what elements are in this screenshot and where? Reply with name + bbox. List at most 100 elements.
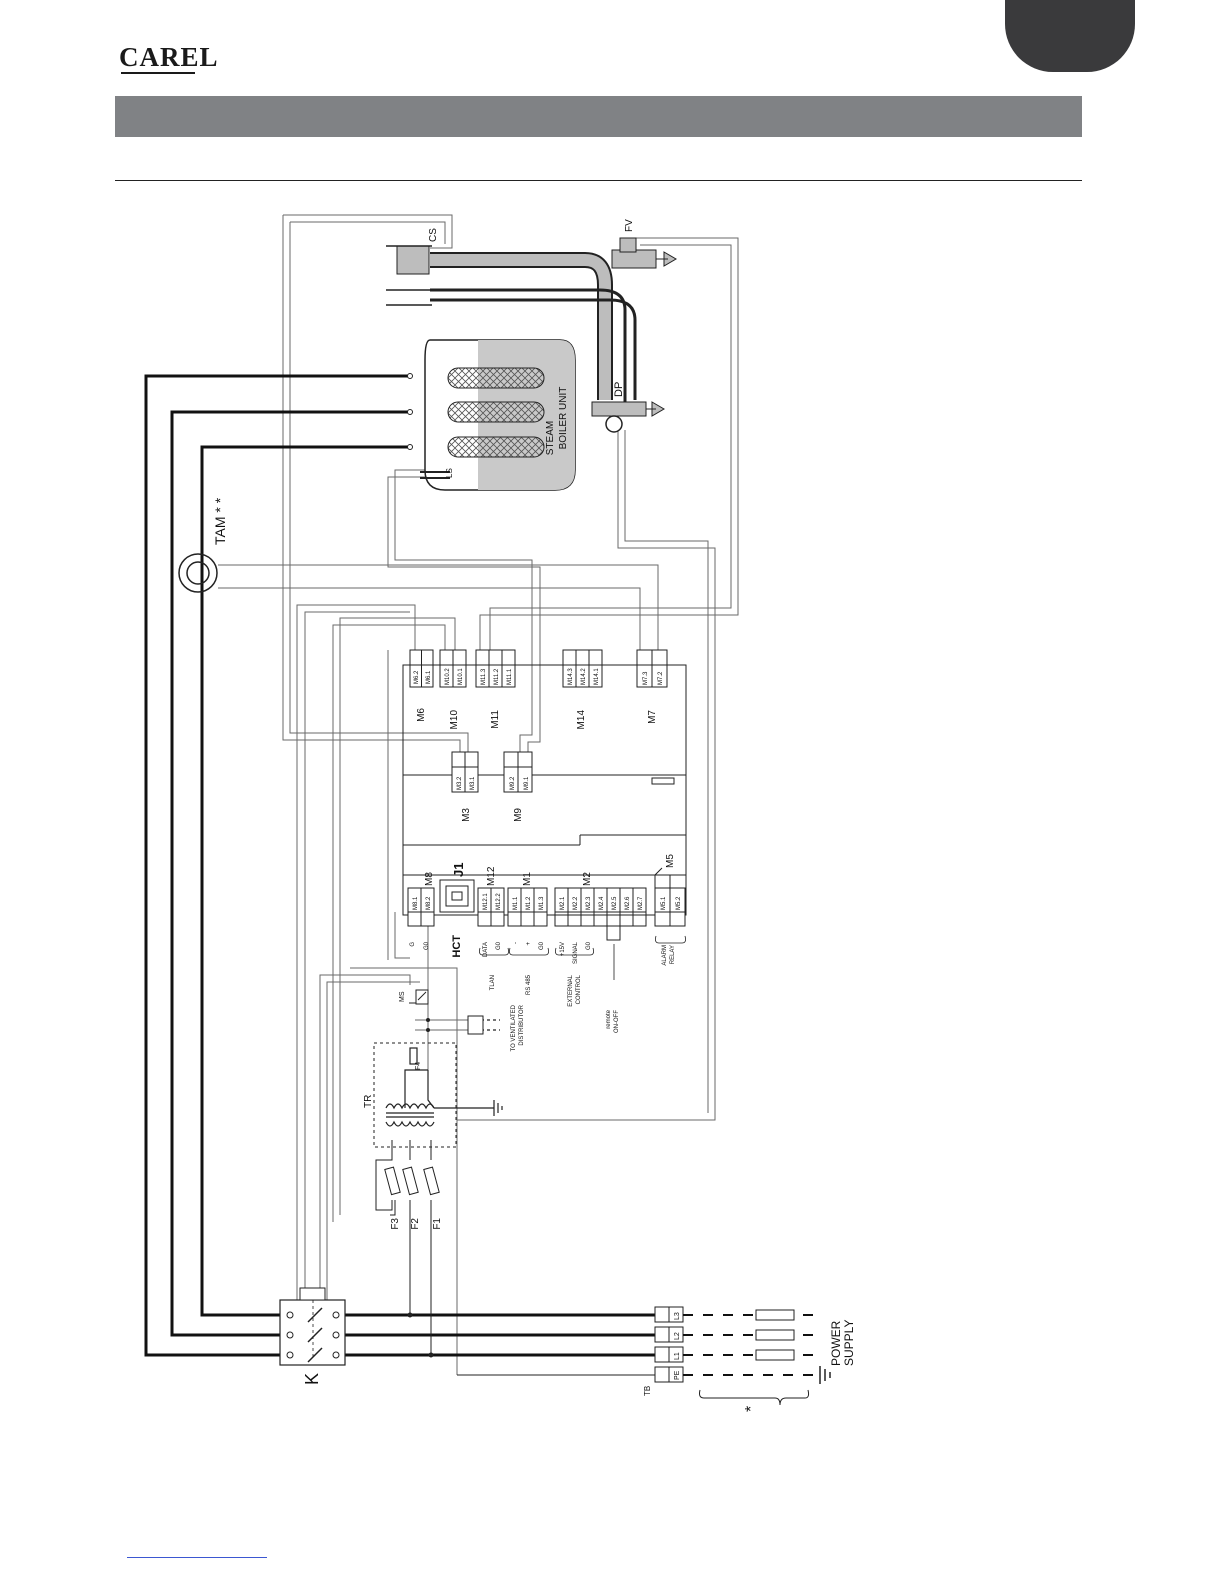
- rs-plus-label: +: [526, 942, 532, 946]
- m5-term-1: M5.1: [661, 896, 667, 910]
- m3-term-2: M3.1: [470, 776, 476, 790]
- footer-rule: [127, 1557, 267, 1558]
- tam-transformer: [178, 553, 218, 593]
- brand-logo: CAREL: [119, 42, 219, 72]
- terminal-m8: [407, 887, 435, 927]
- tr-enclosure: [373, 1042, 457, 1148]
- p15v-label: +15V: [560, 942, 566, 956]
- m14-term-2: M14.2: [581, 668, 587, 685]
- m2-label: M2: [582, 872, 593, 886]
- m2-term-1: M2.1: [560, 896, 566, 910]
- m10-label: M10: [449, 710, 460, 730]
- hct-label: HCT: [451, 935, 463, 958]
- m5-term-2: M5.2: [676, 896, 682, 910]
- rs-g0-label: G0: [539, 941, 545, 950]
- m6-term-1: M6.2: [414, 670, 420, 684]
- f3-label: F3: [390, 1218, 401, 1230]
- f1-label: F1: [432, 1218, 443, 1230]
- boiler-label-2: BOILER UNIT: [558, 387, 569, 450]
- vent-distributor-dashes: [475, 1019, 500, 1031]
- steam-pipes: [430, 252, 637, 410]
- terminal-m1: [507, 887, 548, 927]
- terminal-m2: [554, 887, 647, 927]
- boiler-label-1: STEAM: [545, 421, 556, 455]
- m7-term-2: M7.2: [658, 671, 664, 685]
- m1-label: M1: [522, 872, 533, 886]
- m8-term-1: M8.1: [413, 896, 419, 910]
- data-label: DATA: [483, 942, 489, 957]
- terminal-m7: [636, 649, 668, 688]
- k-label: K: [302, 1373, 322, 1385]
- l2-label: L2: [674, 1332, 681, 1340]
- m5-relay-contact: [654, 867, 678, 888]
- m8-term-2: M8.2: [426, 896, 432, 910]
- hct-connector: [439, 879, 475, 913]
- m3-term-1: M3.2: [457, 776, 463, 790]
- vent-label-1: TO VENTILATED: [511, 1004, 517, 1051]
- m12-term-2: M12.2: [496, 893, 502, 910]
- terminal-m5: [654, 887, 686, 927]
- supply-brace: [699, 1389, 810, 1406]
- m6-term-2: M6.1: [426, 670, 432, 684]
- f4-label: F4: [415, 1062, 422, 1070]
- m11-term-2: M11.2: [494, 668, 500, 685]
- supply-lines: [683, 1314, 820, 1376]
- controller-board: [402, 664, 687, 916]
- tlan-label: TLAN: [490, 975, 496, 990]
- m1-term-2: M1.2: [526, 896, 532, 910]
- fuse-wires: [375, 1140, 432, 1355]
- remote-jumper: [606, 926, 621, 941]
- logo-underline: [121, 72, 195, 74]
- earth-symbol: [819, 1366, 831, 1384]
- cs-label: CS: [428, 228, 439, 242]
- ls-electrodes: [420, 471, 450, 479]
- terminal-m9: [503, 751, 533, 793]
- m2-term-3: M2.3: [586, 896, 592, 910]
- terminal-m12: [477, 887, 505, 927]
- m7-label: M7: [647, 710, 658, 724]
- g0-label: G0: [424, 941, 430, 950]
- boiler-terminals: [407, 373, 413, 450]
- steam-boiler: [424, 339, 576, 491]
- relay-label: RELAY: [670, 945, 676, 964]
- tb-label: TB: [643, 1386, 652, 1396]
- onoff-label: ON-OFF: [614, 1010, 620, 1033]
- m14-label: M14: [576, 710, 587, 730]
- tr-transformer: [385, 1047, 503, 1127]
- m2-term-2: M2.2: [573, 896, 579, 910]
- m5-label: M5: [665, 854, 676, 868]
- alarm-label: ALARM: [662, 945, 668, 966]
- signal-label: SIGNAL: [573, 941, 579, 964]
- fill-valve: [611, 237, 677, 269]
- supply-label: SUPPLY: [842, 1320, 856, 1366]
- f2-label: F2: [410, 1218, 421, 1230]
- terminal-m10: [439, 649, 467, 688]
- cs-electrodes: [386, 245, 432, 306]
- control-label: CONTROL: [576, 974, 582, 1004]
- m1-term-1: M1.1: [513, 896, 519, 910]
- m12-term-1: M12.1: [483, 893, 489, 910]
- chapter-tab: [1005, 0, 1135, 72]
- ms-switch: [409, 989, 429, 1005]
- contactor-k: [279, 1287, 346, 1366]
- m11-term-3: M11.1: [507, 668, 513, 685]
- j1-label: J1: [451, 863, 466, 877]
- m9-label: M9: [513, 808, 524, 822]
- m2-term-4: M2.4: [599, 896, 605, 910]
- rs485-label: RS 485: [526, 974, 532, 995]
- m8-label: M8: [424, 872, 435, 886]
- label-braces: [479, 935, 686, 980]
- pe-label: PE: [674, 1370, 681, 1380]
- m2-term-6: M2.6: [625, 896, 631, 910]
- power-lines: [144, 374, 655, 1357]
- m2-term-7: M2.7: [638, 896, 644, 910]
- supply-fuses: [755, 1309, 795, 1361]
- terminal-m3: [451, 751, 479, 793]
- dp-label: DP: [613, 382, 625, 397]
- fuses: [384, 1166, 440, 1196]
- terminal-block-tb: [654, 1306, 684, 1383]
- tr-label: TR: [363, 1095, 374, 1108]
- m9-term-1: M9.2: [510, 776, 516, 790]
- drain-pump: [591, 401, 665, 433]
- terminal-m14: [562, 649, 603, 688]
